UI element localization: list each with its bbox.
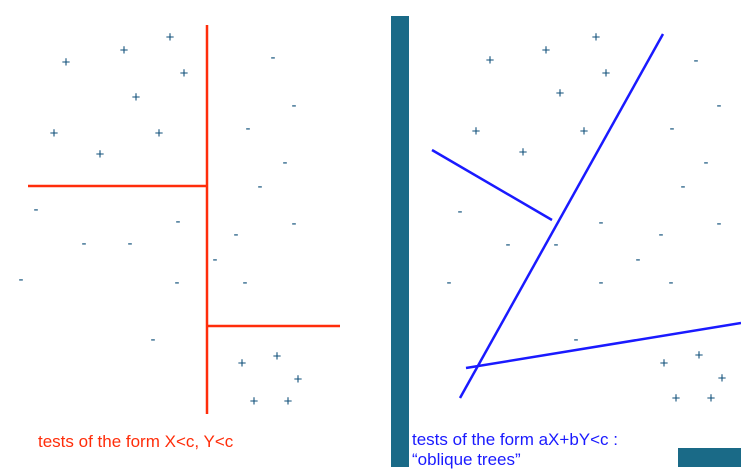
positive-point: + [718, 370, 727, 387]
negative-point: - [258, 178, 263, 195]
corner-tab [678, 448, 741, 467]
negative-point: - [213, 251, 218, 268]
negative-point: - [458, 203, 463, 220]
positive-point: + [155, 125, 164, 142]
negative-point: - [659, 226, 664, 243]
negative-point: - [574, 331, 579, 348]
positive-point: + [556, 85, 565, 102]
positive-point: + [96, 146, 105, 163]
positive-point: + [602, 65, 611, 82]
negative-point: - [151, 331, 156, 348]
negative-point: - [681, 178, 686, 195]
right-caption-line1: tests of the form aX+bY<c : [412, 430, 618, 449]
positive-point: + [580, 123, 589, 140]
negative-point: - [128, 235, 133, 252]
right-split-lines [431, 33, 741, 399]
positive-point: + [62, 54, 71, 71]
negative-point: - [175, 274, 180, 291]
right-caption: tests of the form aX+bY<c : “oblique tre… [412, 430, 618, 470]
positive-point: + [120, 42, 129, 59]
negative-point: - [506, 236, 511, 253]
positive-point: + [486, 52, 495, 69]
positive-point: + [592, 29, 601, 46]
negative-point: - [292, 97, 297, 114]
positive-point: + [180, 65, 189, 82]
right-lower-oblique-split [465, 321, 741, 370]
negative-point: - [717, 97, 722, 114]
positive-point: + [294, 371, 303, 388]
positive-point: + [250, 393, 259, 410]
negative-point: - [636, 251, 641, 268]
positive-point: + [284, 393, 293, 410]
positive-point: + [166, 29, 175, 46]
negative-point: - [176, 213, 181, 230]
positive-point: + [695, 347, 704, 364]
positive-point: + [660, 355, 669, 372]
negative-point: - [246, 120, 251, 137]
positive-point: + [238, 355, 247, 372]
negative-point: - [82, 235, 87, 252]
positive-point: + [132, 89, 141, 106]
negative-point: - [704, 154, 709, 171]
negative-point: - [599, 274, 604, 291]
negative-point: - [447, 274, 452, 291]
positive-point: + [672, 390, 681, 407]
right-main-oblique-split [458, 33, 665, 399]
right-caption-line2: “oblique trees” [412, 450, 521, 469]
positive-point: + [542, 42, 551, 59]
positive-point: + [707, 390, 716, 407]
negative-point: - [599, 214, 604, 231]
negative-point: - [271, 49, 276, 66]
negative-point: - [292, 215, 297, 232]
left-split-lines [28, 25, 340, 414]
negative-point: - [670, 120, 675, 137]
negative-point: - [283, 154, 288, 171]
positive-point: + [273, 348, 282, 365]
negative-point: - [34, 201, 39, 218]
right-upper-oblique-split [431, 148, 553, 222]
negative-point: - [717, 215, 722, 232]
data-points: +++++++++++++----------------+++++++++++… [19, 29, 727, 410]
negative-point: - [669, 274, 674, 291]
negative-point: - [694, 52, 699, 69]
positive-point: + [50, 125, 59, 142]
negative-point: - [19, 271, 24, 288]
positive-point: + [472, 123, 481, 140]
negative-point: - [243, 274, 248, 291]
negative-point: - [554, 236, 559, 253]
left-caption: tests of the form X<c, Y<c [38, 432, 234, 451]
panel-divider [391, 16, 409, 467]
negative-point: - [234, 226, 239, 243]
positive-point: + [519, 144, 528, 161]
